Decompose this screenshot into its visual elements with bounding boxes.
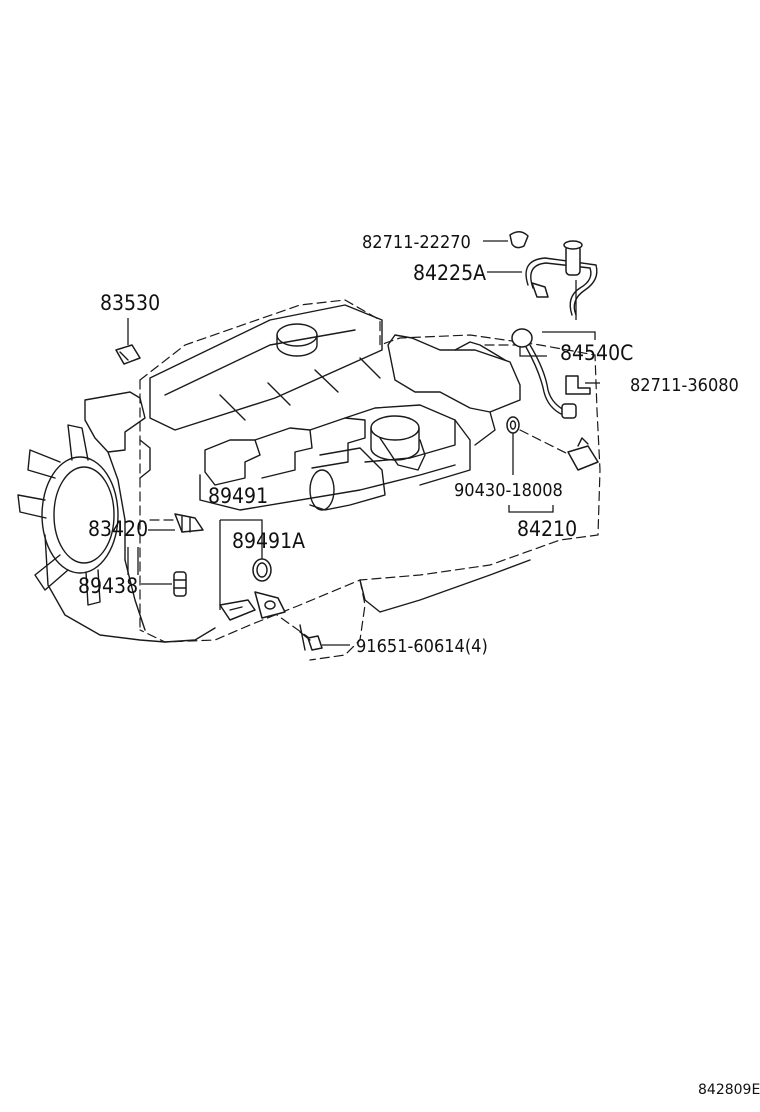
part-wire-84540C — [511, 328, 577, 419]
callout-90430-18008: 90430-18008 — [454, 480, 563, 501]
callout-83420: 83420 — [88, 517, 148, 541]
callout-89491: 89491 — [208, 484, 268, 508]
part-sensor-89491 — [219, 591, 286, 621]
part-sensor-89438 — [173, 571, 187, 597]
callout-labels: 82711-22270 84225A 83530 84540C 82711-36… — [78, 232, 739, 657]
part-gasket-90430-18008 — [506, 416, 520, 434]
part-switch-84210 — [567, 437, 599, 471]
part-clamp-82711-22270 — [509, 231, 529, 249]
part-oring-89491A — [252, 558, 272, 582]
part-sensor-83420 — [174, 513, 204, 533]
part-clamp-82711-36080 — [565, 375, 591, 395]
callout-91651-60614: 91651-60614(4) — [356, 636, 488, 657]
engine-block-illustration — [17, 299, 601, 661]
callout-83530: 83530 — [100, 291, 160, 315]
callout-82711-22270: 82711-22270 — [362, 232, 471, 253]
part-sensor-83530 — [115, 344, 141, 365]
diagram-reference-code: 842809E — [698, 1082, 760, 1098]
callout-84210: 84210 — [517, 517, 577, 541]
leader-lines — [127, 240, 600, 646]
part-wire-84225A — [525, 240, 598, 316]
part-bolt-91651-60614 — [299, 631, 323, 651]
callout-84540C: 84540C — [560, 341, 633, 365]
callout-89438: 89438 — [78, 574, 138, 598]
callout-82711-36080: 82711-36080 — [630, 375, 739, 396]
callout-84225A: 84225A — [413, 261, 486, 285]
callout-89491A: 89491A — [232, 529, 305, 553]
